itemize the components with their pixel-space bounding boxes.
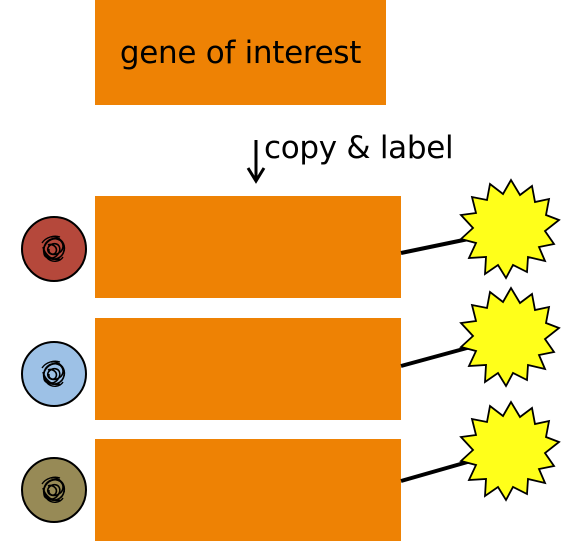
- gene-copy-2-box: [95, 318, 401, 420]
- cell-3-body: [21, 457, 87, 523]
- starburst-tag-2: [459, 286, 561, 388]
- starburst-tag-1: [459, 178, 561, 280]
- cell-2-body: [21, 341, 87, 407]
- gene-of-interest-box: gene of interest: [95, 0, 386, 105]
- gene-of-interest-label: gene of interest: [119, 34, 362, 71]
- down-arrow-icon: [246, 140, 266, 184]
- cell-1: [21, 216, 87, 282]
- cell-3: [21, 457, 87, 523]
- cell-2: [21, 341, 87, 407]
- gene-copy-1-box: [95, 196, 401, 298]
- cell-1-body: [21, 216, 87, 282]
- starburst-tag-3: [459, 400, 561, 502]
- gene-copy-3-box: [95, 439, 401, 541]
- copy-and-label-text: copy & label: [264, 130, 454, 166]
